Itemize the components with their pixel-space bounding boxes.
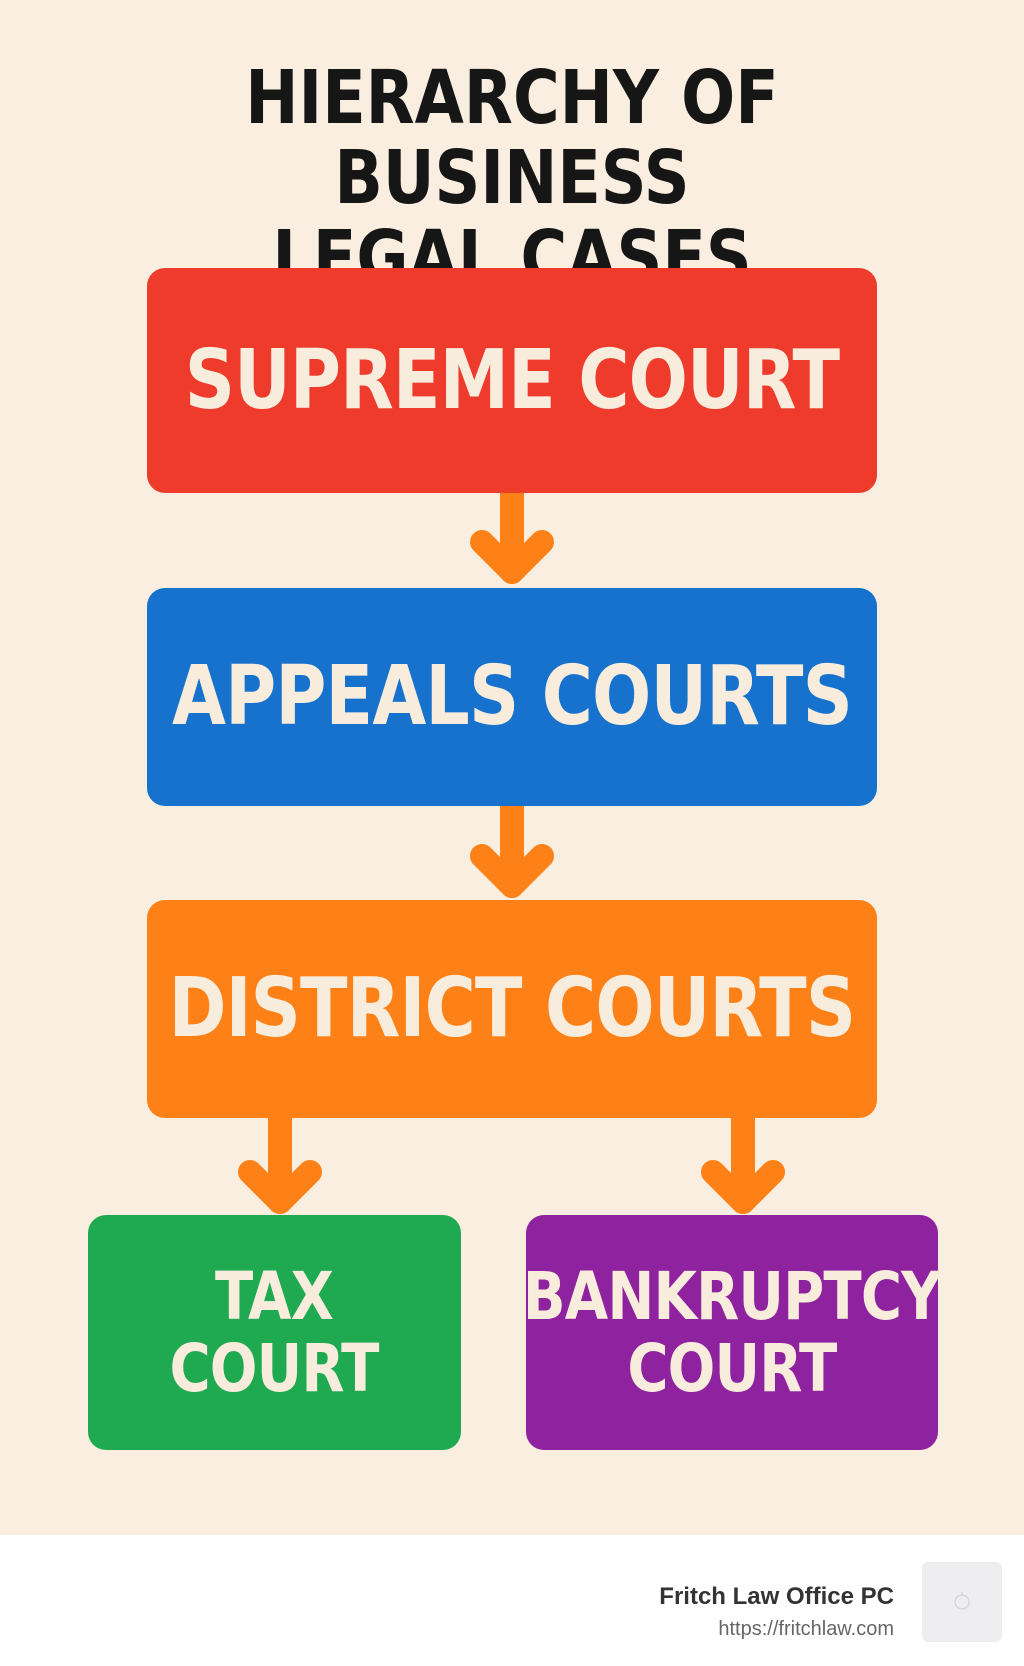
bankruptcy-court-label: BANKRUPTCY COURT [522,1257,942,1407]
arrow-district-to-tax [238,1106,322,1214]
attribution-footer: Fritch Law Office PC https://fritchlaw.c… [0,1535,1024,1666]
tax-court-label-line-1: TAX [215,1257,334,1335]
appeals-courts-label: APPEALS COURTS [172,649,853,744]
bankruptcy-court-box: BANKRUPTCY COURT [522,1215,942,1450]
infographic-canvas: HIERARCHY OF BUSINESS LEGAL CASES SUPREM [0,0,1024,1535]
company-url-link[interactable]: https://fritchlaw.com [718,1618,894,1640]
district-courts-box: DISTRICT COURTS [147,900,877,1118]
supreme-court-label: SUPREME COURT [184,332,840,428]
district-courts-label: DISTRICT COURTS [168,961,856,1056]
company-logo-icon [922,1562,1002,1642]
supreme-court-box: SUPREME COURT [147,268,877,493]
tax-court-label: TAX COURT [169,1257,380,1407]
tax-court-box: TAX COURT [88,1215,461,1450]
arrow-appeals-to-district [470,794,554,898]
arrows-layer [238,481,785,1214]
appeals-courts-box: APPEALS COURTS [147,588,877,806]
logo-placeholder-icon [954,1592,970,1610]
title-line-1: HIERARCHY OF BUSINESS [245,55,779,221]
arrow-district-to-bankruptcy [701,1106,785,1214]
bankruptcy-court-label-line-2: COURT [627,1329,837,1407]
bankruptcy-court-label-line-1: BANKRUPTCY [522,1257,942,1335]
company-name: Fritch Law Office PC [659,1583,894,1610]
tax-court-label-line-2: COURT [169,1329,380,1407]
arrow-supreme-to-appeals [470,481,554,584]
